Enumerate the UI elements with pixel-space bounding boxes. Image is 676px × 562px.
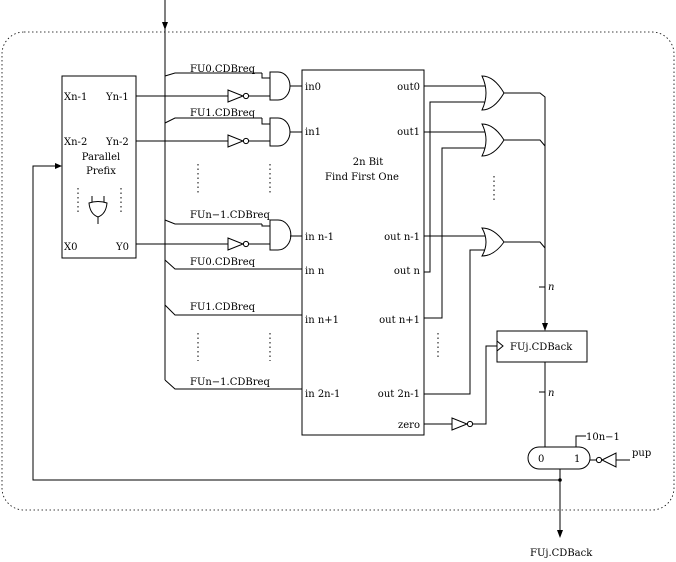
junction-dot: [558, 478, 562, 482]
label-fun1-req-b: FUn−1.CDBreq: [190, 377, 270, 388]
ffo-title-1: 2n Bit: [353, 157, 384, 168]
parallel-prefix-title-1: Parallel: [82, 152, 121, 163]
port-y0: Y0: [115, 242, 129, 253]
and-gate-row0: [269, 71, 291, 101]
register-input-arrowhead: [542, 323, 548, 331]
label-fun1-req-a: FUn−1.CDBreq: [190, 210, 270, 221]
request-row-fu1-direct: FU1.CDBreq: [164, 302, 302, 316]
zero-path: [424, 345, 497, 431]
ffo-out1: out1: [397, 127, 420, 138]
feedback-wire: [32, 165, 560, 481]
label-fu0-req-a: FU0.CDBreq: [190, 64, 256, 75]
and-gate-row1: [269, 117, 291, 147]
mux-body: [527, 446, 591, 470]
port-x0: X0: [64, 242, 77, 253]
cdback-register: FUj.CDBack: [496, 330, 588, 363]
ffo-in-n+1: in n+1: [305, 315, 339, 326]
or-gate-out-n-1: [424, 227, 546, 395]
ffo-in-n-1: in n-1: [305, 232, 334, 243]
request-row-fu0-and: FU0.CDBreq: [136, 64, 302, 103]
port-xn-2: Xn-2: [64, 137, 87, 148]
parallel-prefix-title-2: Prefix: [86, 166, 116, 177]
request-row-fun1-and: FUn−1.CDBreq: [136, 210, 302, 251]
ffo-out-2n-1: out 2n-1: [378, 389, 420, 400]
mux-input-0: 0: [538, 454, 544, 465]
inverter-zero: [451, 417, 469, 431]
label-fu1-req-a: FU1.CDBreq: [190, 108, 256, 119]
ffo-out-n+1: out n+1: [379, 315, 420, 326]
dotted-boundary: [1, 31, 675, 511]
and-gate-row-n1: [269, 219, 292, 251]
ffo-in0: in0: [305, 82, 321, 93]
clock-triangle-icon: [496, 340, 504, 352]
find-first-one-block: 2n Bit Find First One in0 in1 in n-1 in …: [301, 69, 425, 436]
request-row-fun1-direct: FUn−1.CDBreq: [164, 377, 302, 390]
ffo-title-2: Find First One: [325, 172, 399, 183]
inverter-row1: [227, 134, 245, 148]
or-gate-icon: [88, 196, 108, 224]
label-fu1-req-b: FU1.CDBreq: [190, 302, 256, 313]
ffo-zero: zero: [398, 420, 420, 431]
find-first-one-box: [301, 69, 425, 436]
bus-width-label-1: n: [548, 282, 554, 293]
mux-input-1: 1: [574, 454, 580, 465]
ffo-out-n-1: out n-1: [384, 232, 420, 243]
inverter-row0: [227, 89, 245, 103]
parallel-prefix-block: Xn-1 Xn-2 X0 Yn-1 Yn-2 Y0 Parallel Prefi…: [61, 75, 137, 259]
port-yn-2: Yn-2: [105, 137, 129, 148]
cdback-register-box: [496, 330, 588, 363]
input-arrowhead: [162, 22, 168, 30]
output-mux: 0 1 10n−1 pup: [527, 432, 651, 470]
cdback-register-label: FUj.CDBack: [510, 342, 573, 353]
inverter-row-n1: [227, 237, 245, 251]
ffo-out-n: out n: [394, 266, 421, 277]
parallel-prefix-box: [61, 75, 137, 259]
ffo-out0: out0: [397, 82, 420, 93]
final-output-label: FUj.CDBack: [530, 548, 593, 559]
ffo-in-n: in n: [305, 266, 325, 277]
mux-init-value: 10n−1: [586, 432, 620, 443]
port-yn-1: Yn-1: [105, 92, 129, 103]
label-fu0-req-b: FU0.CDBreq: [190, 257, 256, 268]
pup-label: pup: [632, 448, 651, 459]
final-output-arrowhead: [557, 530, 563, 538]
request-row-fu1-and: FU1.CDBreq: [136, 108, 302, 148]
or-gate-out1: [424, 123, 546, 319]
bus-width-label-2: n: [548, 388, 554, 399]
request-row-fu0-direct: FU0.CDBreq: [164, 257, 302, 270]
inverter-pup: [600, 452, 617, 468]
or-gate-out0: [424, 75, 546, 330]
port-xn-1: Xn-1: [64, 92, 87, 103]
feedback-arrowhead: [55, 163, 62, 169]
ffo-in-2n-1: in 2n-1: [305, 389, 340, 400]
ffo-in1: in1: [305, 127, 321, 138]
